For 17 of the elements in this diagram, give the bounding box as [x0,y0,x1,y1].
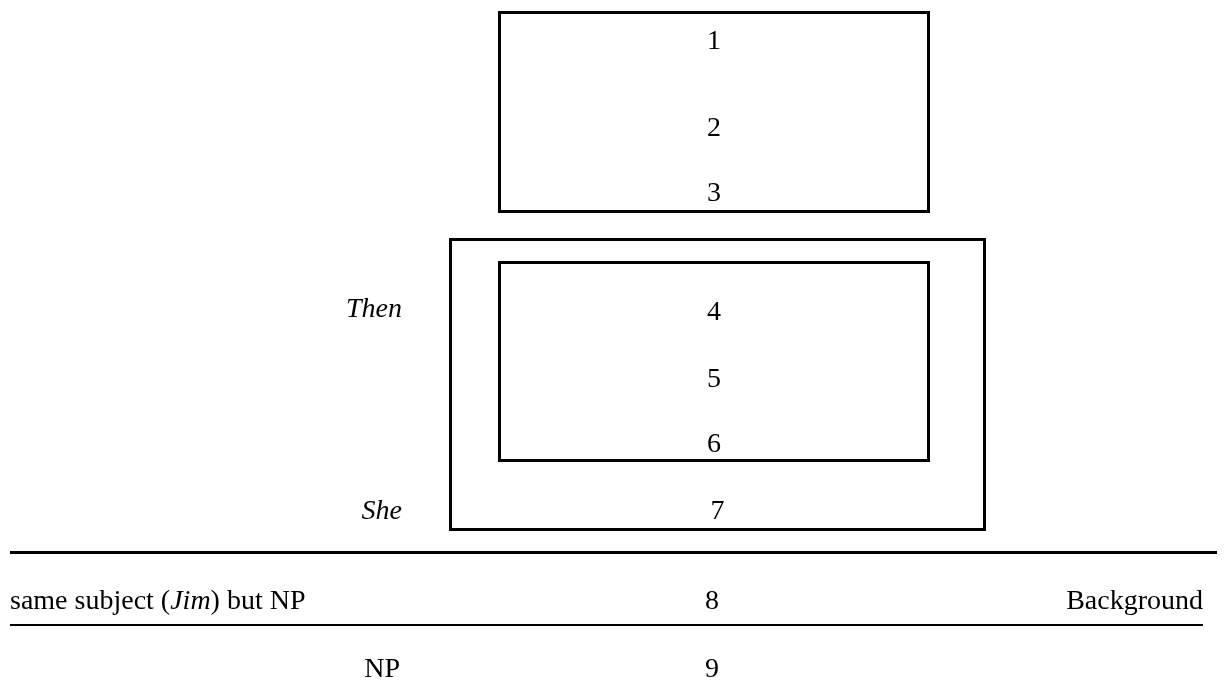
frame-box [449,238,986,531]
clause-number: 7 [710,496,725,524]
row-label: same subject (Jim) but NP [10,586,306,614]
clause-number: 5 [707,364,721,392]
clause-number: 3 [707,178,721,206]
clause-number: 1 [707,26,721,54]
row-label: Background [1066,586,1203,614]
clause-number: 6 [707,429,721,457]
frame-box [498,261,930,462]
frame-box [498,11,930,213]
clause-number: 2 [707,113,721,141]
subject-label: She [361,496,402,524]
clause-number: 9 [705,654,719,682]
clause-number: 4 [707,297,721,325]
row-label: NP [364,654,400,682]
discourse-marker: Then [346,294,402,322]
clause-number: 8 [705,586,719,614]
